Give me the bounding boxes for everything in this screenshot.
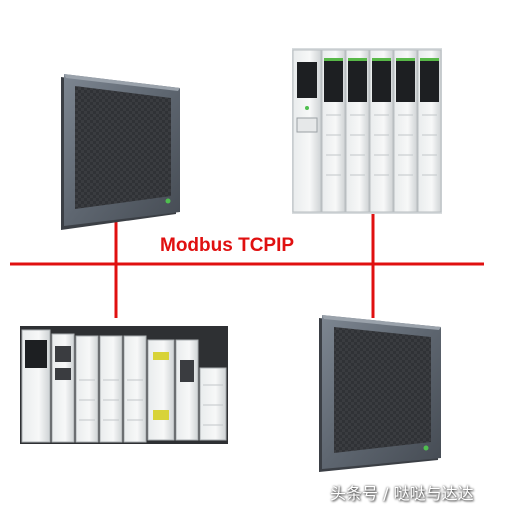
network-label: Modbus TCPIP — [160, 235, 295, 256]
status-led-icon — [423, 445, 429, 451]
hmi-top-left — [61, 74, 180, 230]
watermark: 头条号 / 哒哒与达达 — [330, 484, 474, 503]
plc-top-right — [292, 48, 442, 214]
plc-bottom-left — [20, 326, 228, 444]
status-led-icon — [165, 198, 171, 204]
network-lines — [10, 214, 484, 318]
hmi-bottom-right — [319, 315, 441, 472]
io-modules — [321, 49, 442, 213]
